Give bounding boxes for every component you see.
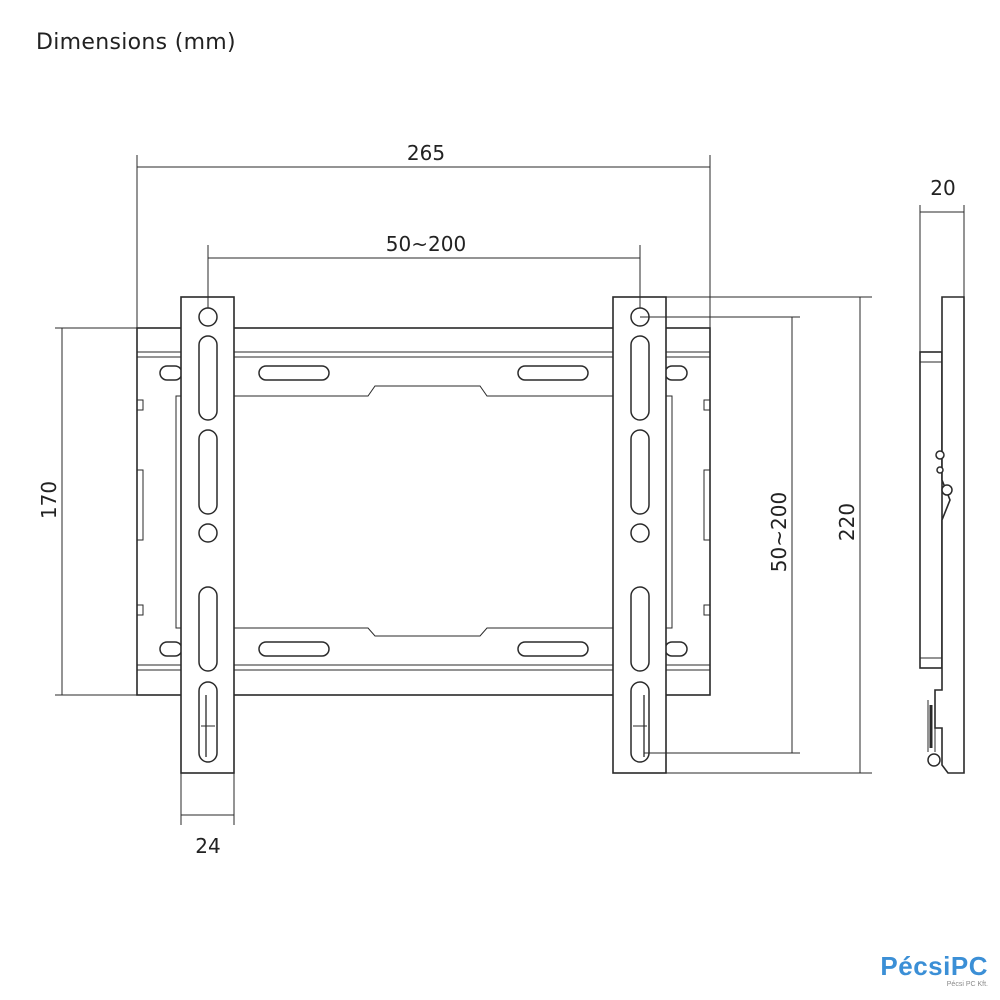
dimension-plate-height: 170 [37,327,137,696]
dimension-overall-height: 220 [666,296,872,774]
dimension-vesa-horizontal: 50~200 [207,232,641,308]
dimension-label: 170 [37,481,61,519]
dimension-overall-width: 265 [136,141,711,328]
brand-tagline: Pécsi PC Kft. [946,981,988,988]
dimension-label: 265 [407,141,445,165]
dimension-label: 50~200 [386,232,466,256]
brand-name: PécsiPC [880,951,988,981]
dimension-label: 50~200 [767,492,791,572]
dimension-vesa-vertical: 50~200 [640,316,800,754]
wall-slot [517,365,589,381]
dimension-label: 220 [835,503,859,541]
wall-slot [517,641,589,657]
dimension-label: 20 [930,176,955,200]
page-title: Dimensions (mm) [36,30,236,55]
wall-slot [258,365,330,381]
right-tv-arm [612,296,667,774]
side-view: 20 [919,176,965,774]
left-tv-arm [180,296,235,774]
wall-slot [258,641,330,657]
dimension-label: 24 [195,834,220,858]
brand-logo: PécsiPC Pécsi PC Kft. [880,953,988,988]
dimension-arm-width: 24 [180,773,235,858]
